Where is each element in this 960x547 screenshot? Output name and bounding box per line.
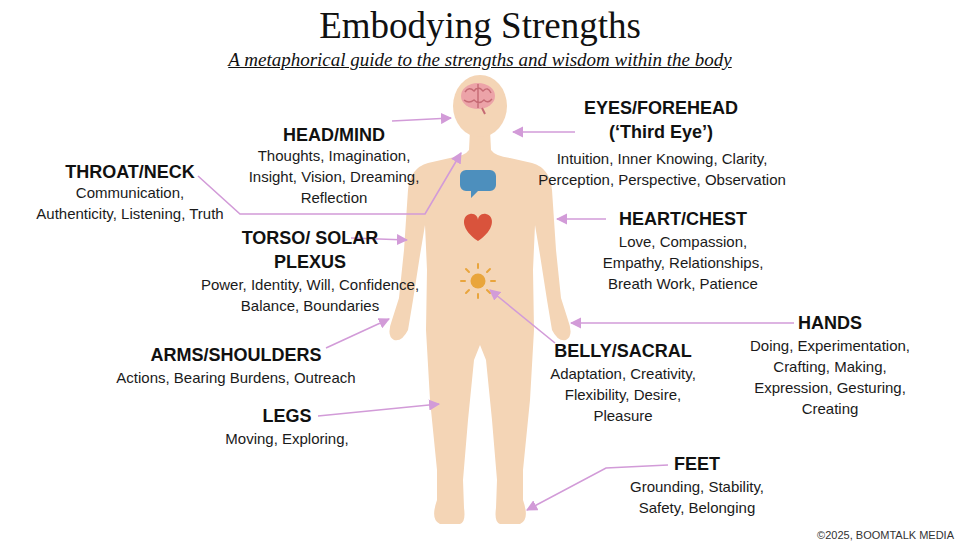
region-heading: BELLY/SACRAL [543,339,703,363]
leader-line [490,290,555,343]
speech-bubble-icon [460,170,496,198]
strength-list: Adaptation, Creativity, Flexibility, Des… [537,363,709,426]
region-heading: ARMS/SHOULDERS [126,343,346,367]
copyright-note: ©2025, BOOMTALK MEDIA [817,528,954,542]
region-heading: FEET [647,452,747,476]
sun-icon [461,264,495,298]
strength-list: Moving, Exploring, [187,428,387,449]
leader-line [392,118,451,121]
strength-list: Doing, Experimentation, Crafting, Making… [740,335,920,419]
leader-line [513,131,575,133]
region-heading: EYES/FOREHEAD (‘Third Eye’) [561,96,761,144]
strength-list: Grounding, Stability, Safety, Belonging [612,476,782,518]
heart-icon [464,214,492,241]
region-heading: THROAT/NECK [30,160,230,184]
region-heading: TORSO/ SOLAR PLEXUS [225,226,395,274]
leader-line [326,319,389,348]
region-heading: HEAD/MIND [234,123,434,147]
region-heading: HEART/CHEST [583,207,783,231]
brain-icon [461,83,495,114]
leader-line [557,218,606,220]
leader-line [571,322,794,324]
region-heading: HANDS [760,311,900,335]
diagram-title: Embodying Strengths [319,4,641,48]
strength-list: Intuition, Inner Knowing, Clarity, Perce… [522,148,802,190]
strength-list: Thoughts, Imagination, Insight, Vision, … [244,145,424,208]
strength-list: Power, Identity, Will, Confidence, Balan… [194,274,426,316]
region-heading: LEGS [237,404,337,428]
head-shape [453,75,507,137]
leader-line [318,404,439,416]
strength-list: Love, Compassion, Empathy, Relationships… [591,231,776,294]
body-silhouette [389,130,570,524]
strength-list: Actions, Bearing Burdens, Outreach [86,367,386,388]
strength-list: Communication, Authenticity, Listening, … [35,182,225,224]
diagram-caption: A metaphorical guide to the strengths an… [228,48,731,72]
